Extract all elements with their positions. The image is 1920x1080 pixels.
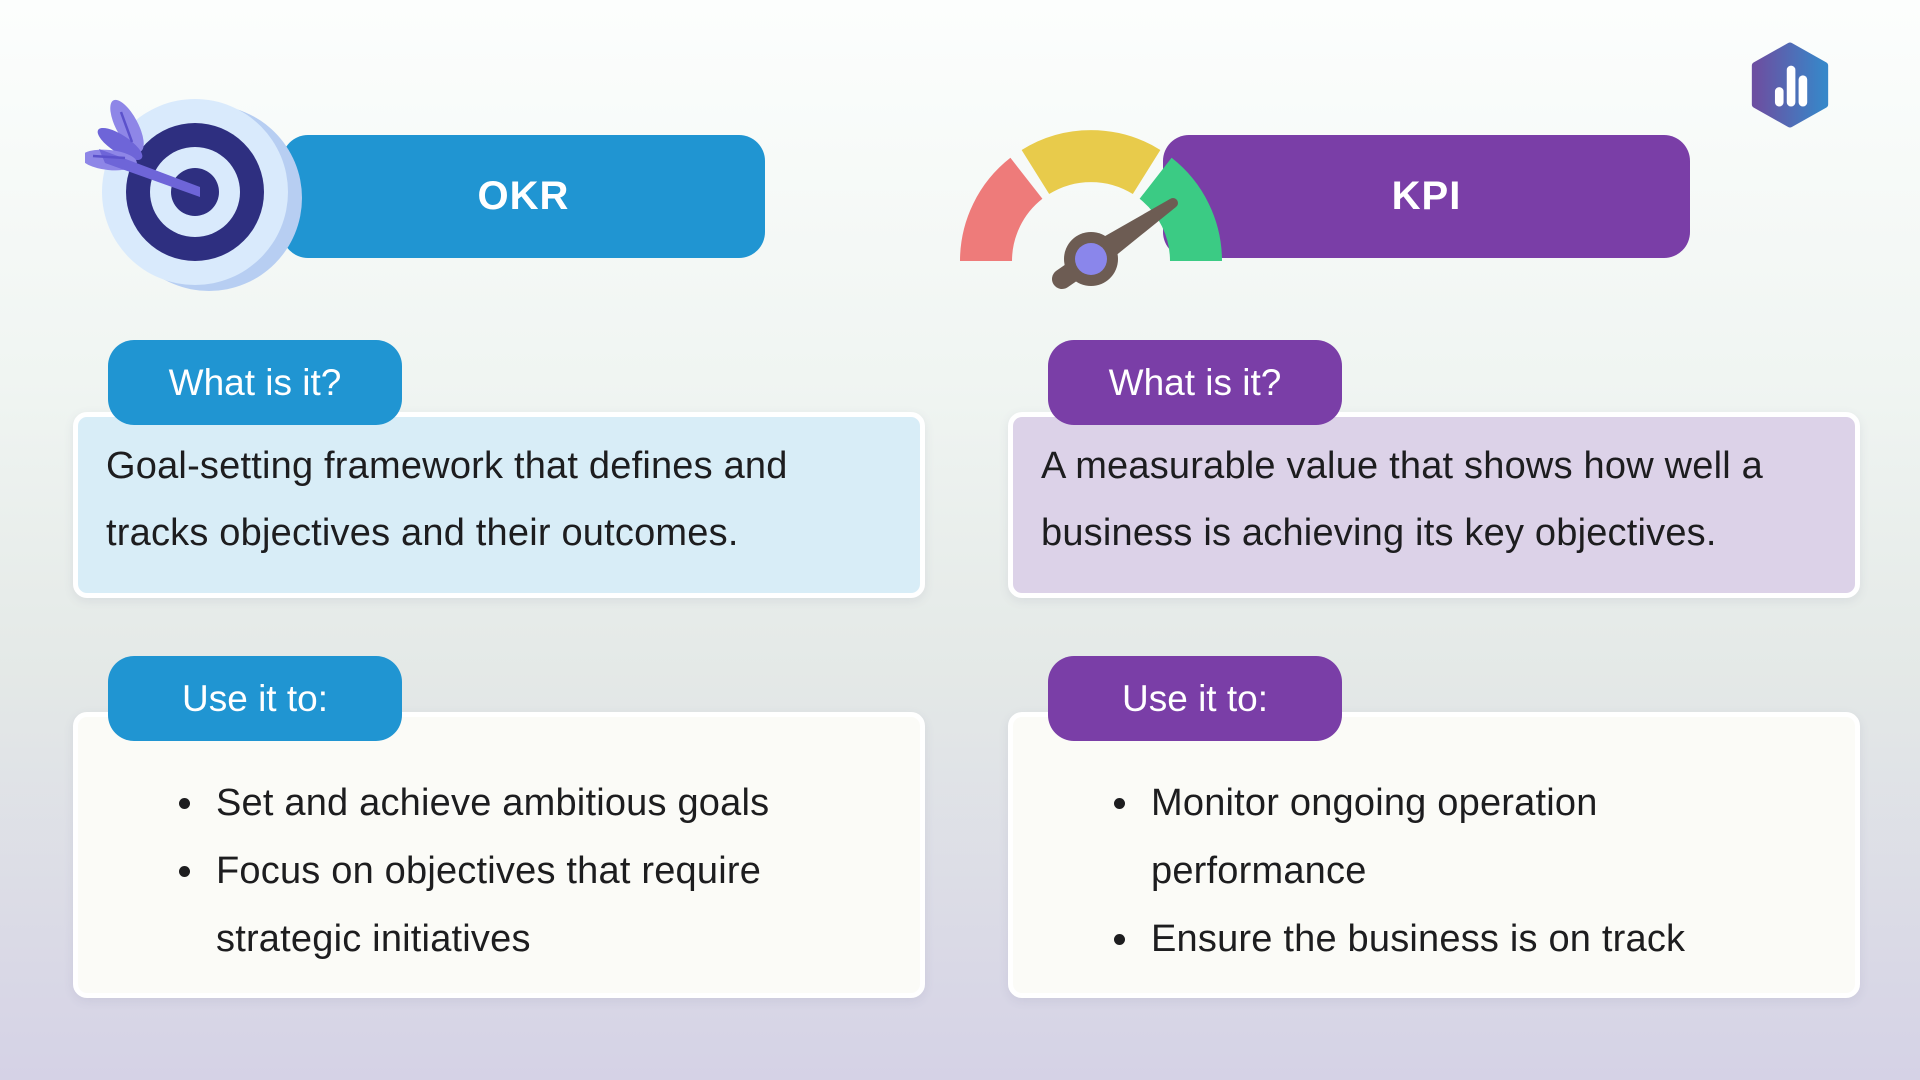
dartboard-target-icon xyxy=(85,99,302,291)
kpi-use-box: Monitor ongoing operation performance En… xyxy=(1008,712,1860,998)
kpi-title-bar: KPI xyxy=(1163,135,1690,258)
bullet-item: Monitor ongoing operation performance xyxy=(1143,769,1796,905)
kpi-title: KPI xyxy=(1391,174,1462,218)
okr-what-box: Goal-setting framework that defines and … xyxy=(73,412,925,598)
bullet-item: Set and achieve ambitious goals xyxy=(208,769,861,837)
bullet-item: Ensure the business is on track xyxy=(1143,905,1796,973)
okr-use-badge-label: Use it to: xyxy=(182,677,328,719)
kpi-use-list: Monitor ongoing operation performance En… xyxy=(1013,717,1855,973)
gauge-speedometer-icon xyxy=(960,130,1222,289)
okr-what-text: Goal-setting framework that defines and … xyxy=(106,445,788,554)
bullet-item: Focus on objectives that require strateg… xyxy=(208,837,861,973)
okr-what-badge: What is it? xyxy=(108,340,402,425)
okr-what-badge-label: What is it? xyxy=(168,361,342,403)
okr-use-badge: Use it to: xyxy=(108,656,402,741)
okr-title: OKR xyxy=(477,174,570,218)
okr-use-list: Set and achieve ambitious goals Focus on… xyxy=(78,717,920,973)
kpi-what-badge: What is it? xyxy=(1048,340,1342,425)
kpi-what-text: A measurable value that shows how well a… xyxy=(1041,445,1763,554)
okr-title-bar: OKR xyxy=(282,135,765,258)
okr-use-box: Set and achieve ambitious goals Focus on… xyxy=(73,712,925,998)
kpi-what-badge-label: What is it? xyxy=(1108,361,1282,403)
databox-bars-hexagon-icon xyxy=(1751,42,1829,128)
kpi-what-box: A measurable value that shows how well a… xyxy=(1008,412,1860,598)
kpi-use-badge: Use it to: xyxy=(1048,656,1342,741)
kpi-use-badge-label: Use it to: xyxy=(1122,677,1268,719)
